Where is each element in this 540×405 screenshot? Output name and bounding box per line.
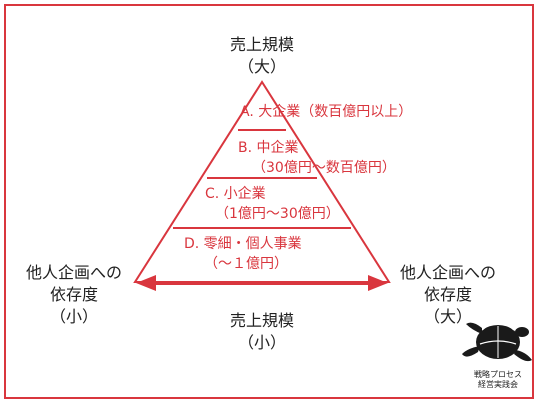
tier-c-line2: （1億円〜30億円）: [215, 206, 340, 222]
tier-b-line2: （30億円〜数百億円）: [252, 160, 396, 176]
left-label-line1: 他人企画への: [25, 263, 122, 282]
tier-a: A. 大企業（数百億円以上）: [240, 102, 470, 122]
tier-c-line1: C. 小企業: [205, 186, 266, 202]
top-label-line1: 売上規模: [229, 35, 294, 54]
outer-frame: [4, 4, 534, 399]
top-label: 売上規模 （大）: [202, 34, 322, 78]
tier-b-line1: B. 中企業: [238, 140, 299, 156]
turtle-logo-icon: [462, 322, 532, 362]
tier-d: D. 零細・個人事業 （〜１億円）: [184, 234, 364, 274]
bottom-label-line1: 売上規模: [229, 311, 294, 330]
bottom-label: 売上規模 （小）: [202, 310, 322, 354]
tier-a-line1: A. 大企業（数百億円以上）: [240, 104, 413, 120]
tier-d-line2: （〜１億円）: [204, 256, 288, 272]
top-label-line2: （大）: [237, 57, 286, 76]
right-label: 他人企画への 依存度 （大）: [388, 262, 508, 328]
logo-text: 戦略プロセス 経営実践会: [462, 370, 534, 390]
logo-line2: 経営実践会: [478, 380, 518, 389]
bottom-label-line2: （小）: [237, 333, 286, 352]
logo-line1: 戦略プロセス: [474, 370, 522, 379]
tier-c: C. 小企業 （1億円〜30億円）: [205, 184, 385, 224]
right-label-line3: （大）: [423, 307, 472, 326]
left-label: 他人企画への 依存度 （小）: [14, 262, 134, 328]
tier-b: B. 中企業 （30億円〜数百億円）: [238, 138, 418, 178]
left-label-line3: （小）: [49, 307, 98, 326]
right-label-line1: 他人企画への: [399, 263, 496, 282]
right-label-line2: 依存度: [423, 285, 472, 304]
arrow-head-right: [368, 275, 388, 291]
tier-d-line1: D. 零細・個人事業: [184, 236, 302, 252]
arrow-head-left: [136, 275, 156, 291]
left-label-line2: 依存度: [49, 285, 98, 304]
